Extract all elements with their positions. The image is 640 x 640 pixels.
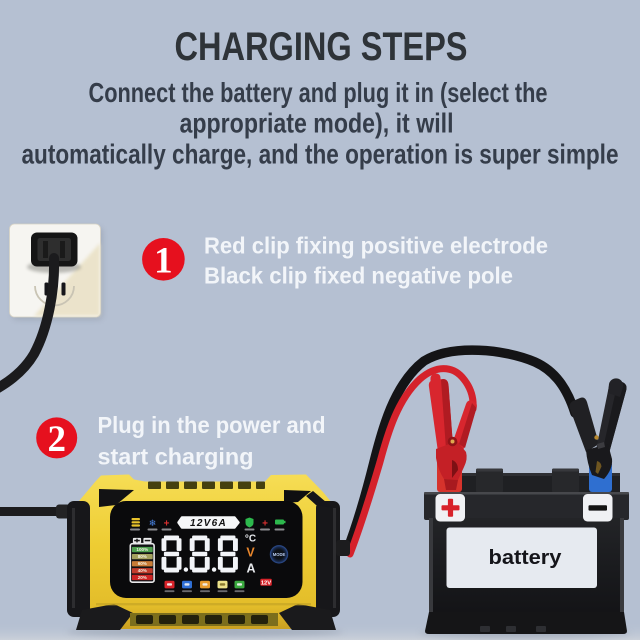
svg-text:20%: 20%	[138, 575, 147, 580]
svg-text:A: A	[246, 562, 255, 576]
svg-text:Plug in the power and: Plug in the power and	[98, 412, 326, 438]
svg-text:+: +	[262, 519, 268, 530]
svg-text:start charging: start charging	[98, 443, 254, 469]
svg-text:40%: 40%	[138, 568, 147, 573]
svg-text:100%: 100%	[136, 547, 148, 552]
svg-text:+: +	[164, 519, 170, 530]
svg-text:MODE: MODE	[273, 552, 286, 557]
svg-text:CHARGING STEPS: CHARGING STEPS	[175, 25, 468, 69]
svg-text:Connect the battery and plug i: Connect the battery and plug it in (sele…	[89, 77, 548, 108]
svg-text:2: 2	[47, 419, 66, 460]
svg-text:Red clip fixing positive elect: Red clip fixing positive electrode	[204, 233, 548, 259]
svg-text:❄: ❄	[149, 518, 157, 528]
svg-text:60%: 60%	[138, 561, 147, 566]
svg-text:1: 1	[154, 241, 173, 282]
svg-text:battery: battery	[489, 547, 563, 569]
svg-text:appropriate mode), it will: appropriate mode), it will	[180, 108, 454, 139]
svg-text:12V6A: 12V6A	[190, 518, 227, 529]
svg-text:Black clip fixed negative pole: Black clip fixed negative pole	[204, 263, 513, 289]
svg-text:°C: °C	[245, 534, 256, 545]
svg-text:automatically charge, and the: automatically charge, and the operation …	[22, 139, 619, 170]
svg-text:V: V	[246, 546, 255, 560]
svg-text:80%: 80%	[138, 554, 147, 559]
svg-text:12V: 12V	[261, 581, 271, 587]
